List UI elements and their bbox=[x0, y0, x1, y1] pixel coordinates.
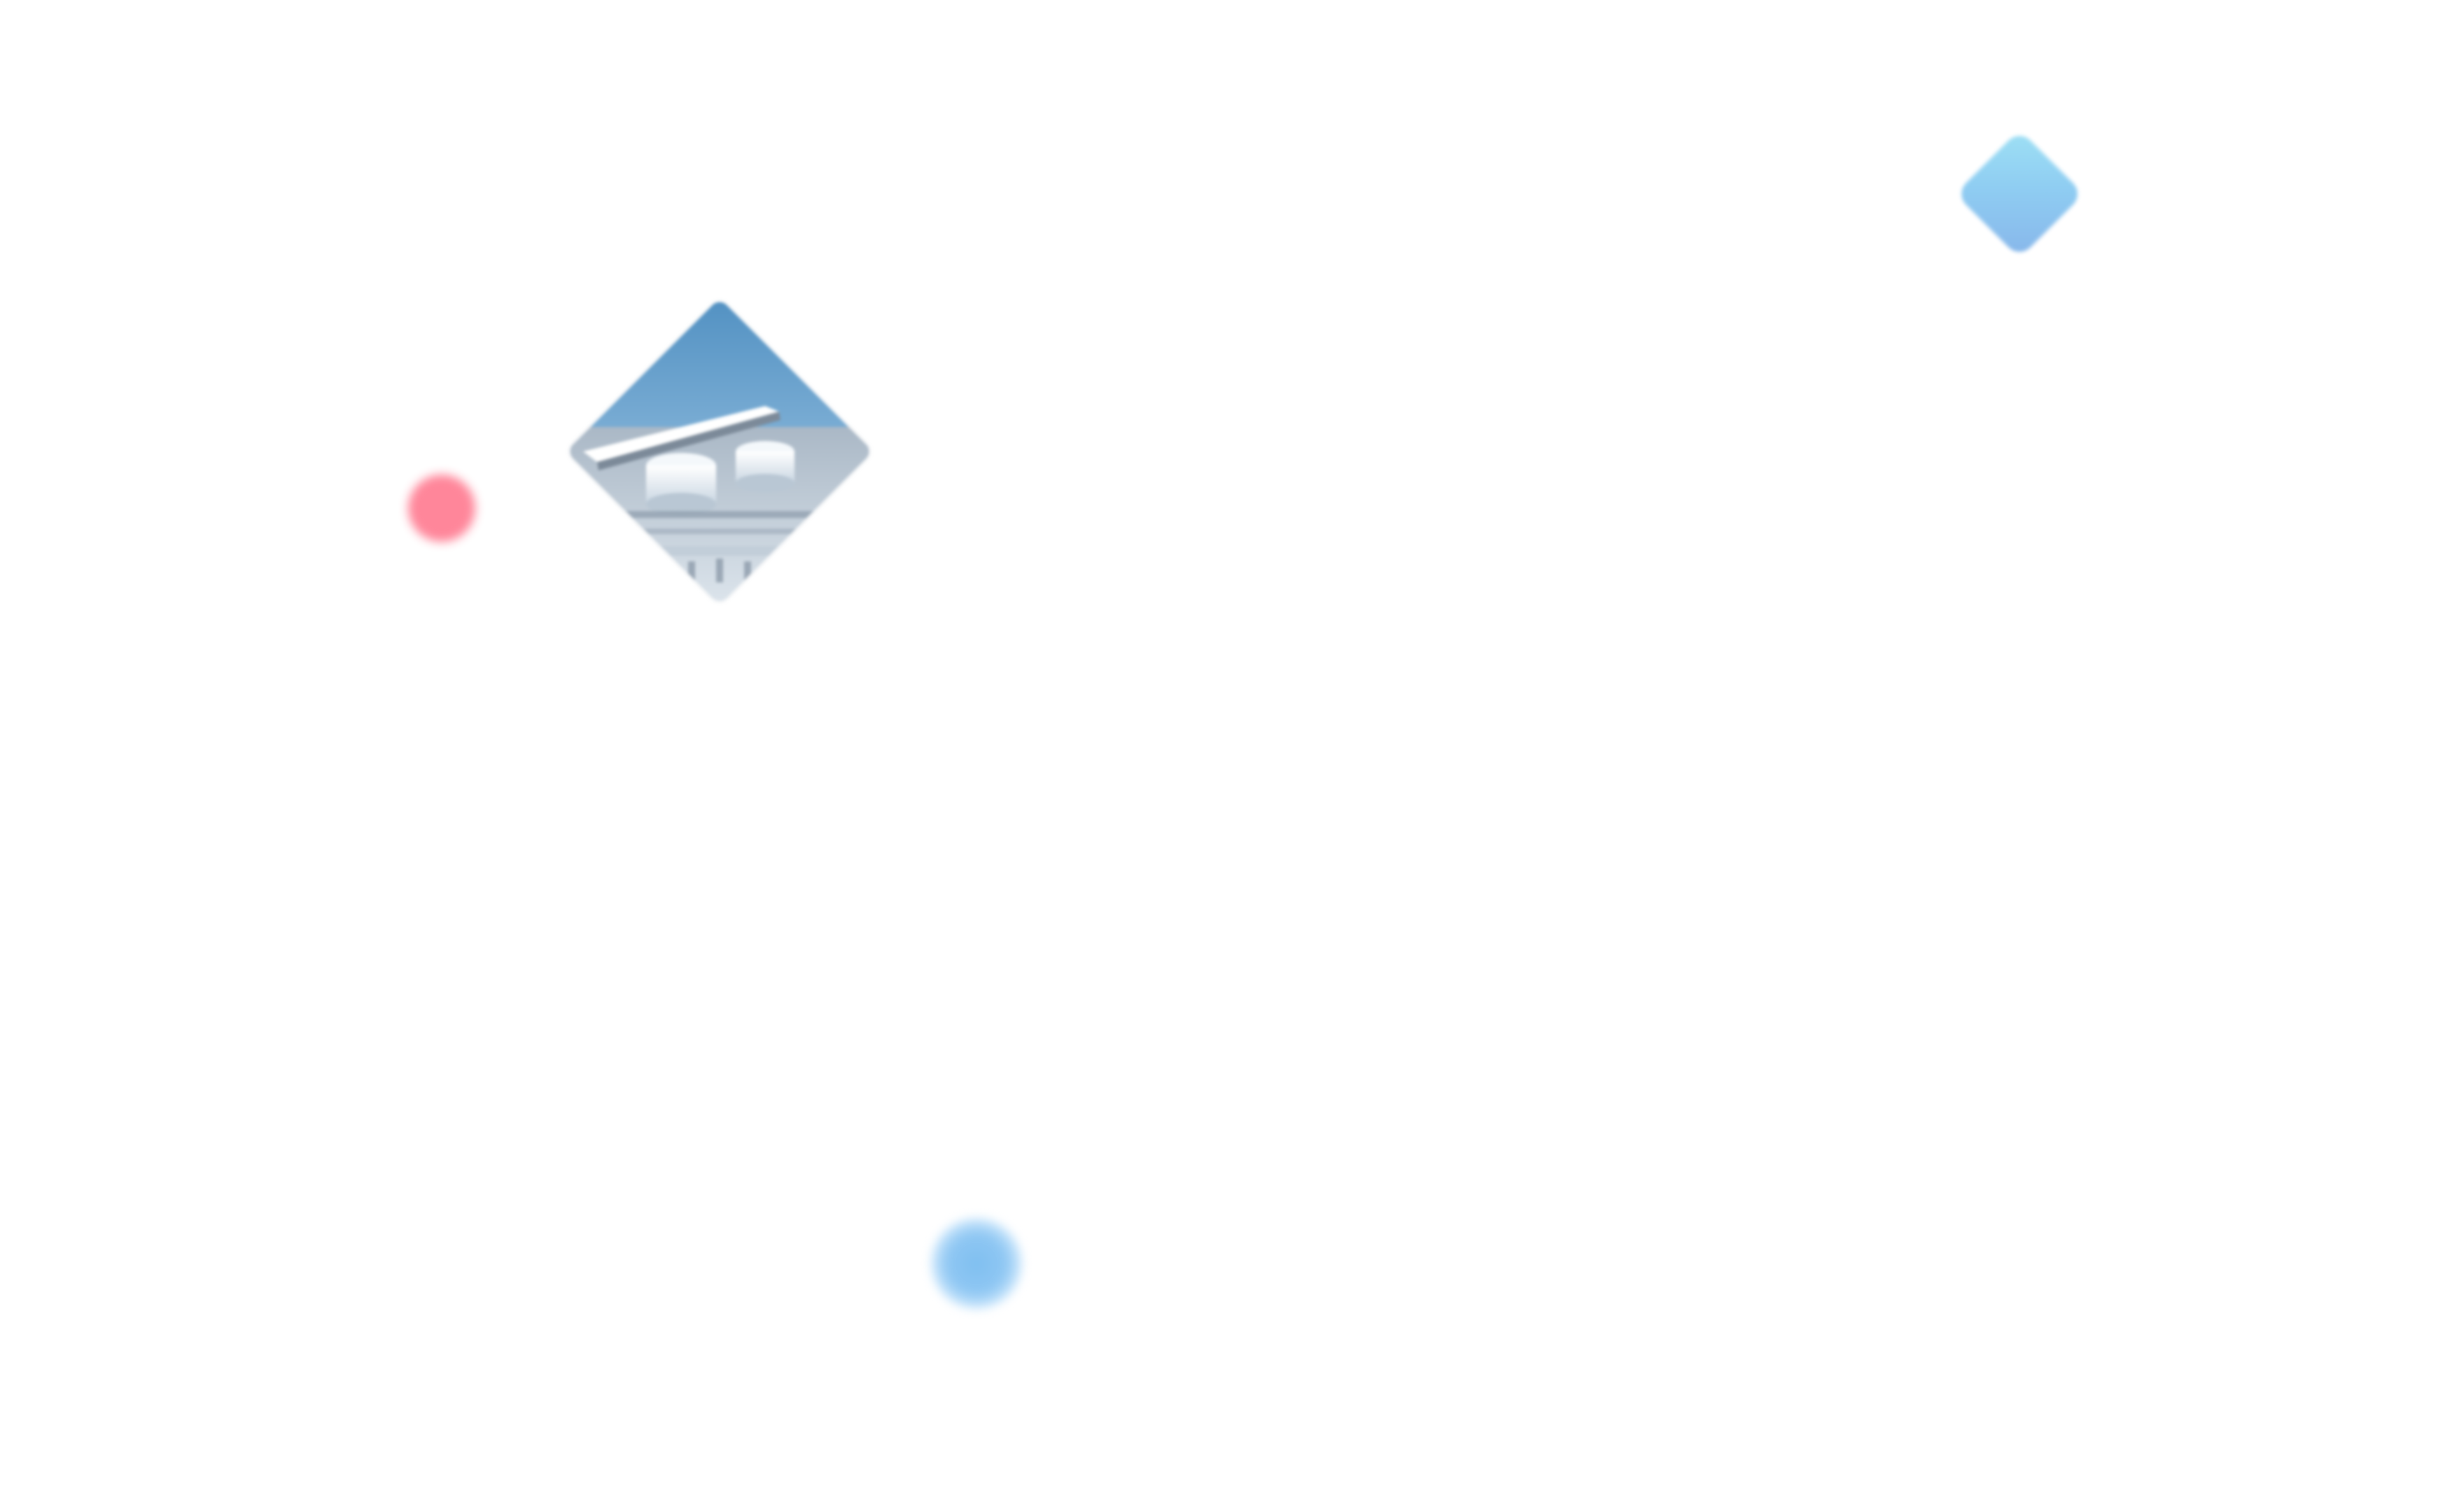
blue-dot-decoration bbox=[931, 1218, 1022, 1309]
water-treatment-plant-illustration bbox=[566, 298, 874, 606]
water-plant-image-diamond bbox=[566, 298, 874, 606]
pink-dot-decoration bbox=[408, 475, 475, 542]
small-gradient-diamond-decoration bbox=[1955, 130, 2084, 258]
